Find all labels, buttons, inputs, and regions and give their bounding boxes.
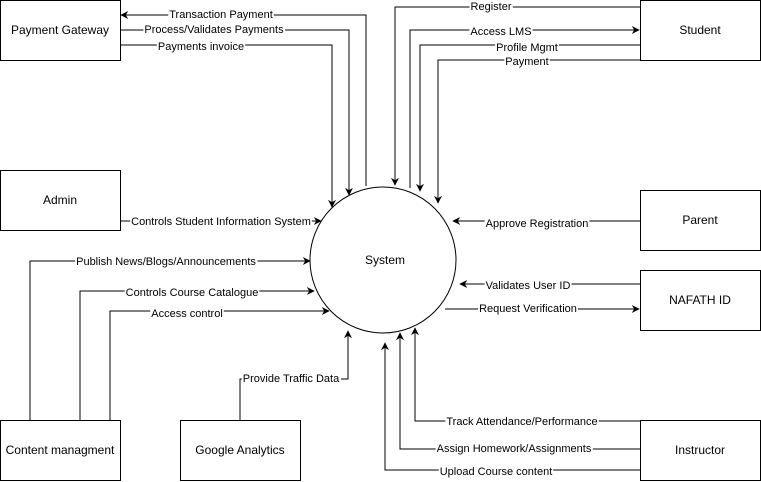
flow-label-register: Register	[469, 0, 513, 13]
flow-line-track-attendance	[411, 327, 640, 422]
entity-label: Payment Gateway	[11, 23, 109, 37]
flow-line-payment	[434, 59, 640, 204]
svg-text:Controls Student Information S: Controls Student Information System	[131, 216, 311, 228]
flow-label-controls-course-catalogue: Controls Course Catalogue	[124, 286, 260, 299]
svg-text:Transaction Payment: Transaction Payment	[169, 9, 273, 21]
flow-label-transaction-payment: Transaction Payment	[168, 8, 274, 21]
flow-label-publish-news: Publish News/Blogs/Announcements	[75, 255, 258, 268]
entity-content-management[interactable]: Content managment	[0, 420, 121, 481]
flow-line-assign-homework	[396, 332, 640, 450]
entity-label: Admin	[43, 193, 77, 207]
flow-line-process-validates-payments	[120, 29, 353, 196]
svg-text:Request Verification: Request Verification	[479, 303, 577, 315]
svg-text:Publish News/Blogs/Announcemen: Publish News/Blogs/Announcements	[76, 256, 256, 268]
entity-admin[interactable]: Admin	[0, 170, 121, 231]
entity-label: Instructor	[675, 443, 725, 457]
entity-parent[interactable]: Parent	[640, 190, 761, 251]
svg-text:Payment: Payment	[505, 56, 548, 68]
entity-label: Content managment	[6, 443, 115, 457]
svg-text:Access LMS: Access LMS	[470, 26, 531, 38]
svg-text:Validates User ID: Validates User ID	[486, 280, 571, 292]
entity-box	[640, 190, 761, 251]
flow-label-access-lms: Access LMS	[469, 25, 533, 38]
svg-text:Access control: Access control	[151, 308, 223, 320]
entity-box	[640, 0, 761, 61]
flow-line-payments-invoice	[120, 44, 336, 208]
entity-label: Google Analytics	[195, 443, 284, 457]
flow-line-register	[391, 6, 640, 186]
flow-label-profile-mgmt: Profile Mgmt	[495, 41, 559, 54]
entity-label: Student	[679, 23, 721, 37]
flow-label-validates-user-id: Validates User ID	[484, 279, 572, 292]
svg-text:Provide Traffic Data: Provide Traffic Data	[243, 373, 340, 385]
flow-label-request-verification: Request Verification	[478, 302, 578, 315]
flow-label-access-control: Access control	[150, 307, 224, 320]
entity-google-analytics[interactable]: Google Analytics	[180, 420, 301, 481]
flow-label-provide-traffic-data: Provide Traffic Data	[241, 372, 342, 385]
flow-line-access-control	[109, 307, 330, 420]
entity-instructor[interactable]: Instructor	[640, 420, 761, 481]
svg-text:Approve Registration: Approve Registration	[486, 218, 589, 230]
flow-label-upload-course-content: Upload Course content	[438, 465, 554, 478]
flow-label-payments-invoice: Payments invoice	[156, 40, 246, 53]
svg-text:Profile Mgmt: Profile Mgmt	[496, 42, 558, 54]
process-system[interactable]: System	[309, 186, 457, 334]
entity-payment-gateway[interactable]: Payment Gateway	[0, 0, 121, 61]
entity-box	[0, 0, 121, 61]
svg-text:Payments invoice: Payments invoice	[158, 41, 244, 53]
flow-label-process-validates-payments: Process/Validates Payments	[143, 23, 286, 36]
entity-box	[640, 420, 761, 481]
svg-text:Process/Validates Payments: Process/Validates Payments	[144, 24, 284, 36]
entity-box	[640, 270, 761, 331]
entity-label: Parent	[682, 213, 718, 227]
flow-label-payment: Payment	[504, 55, 550, 68]
process-circle	[309, 186, 457, 334]
entity-label: NAFATH ID	[669, 293, 731, 307]
flow-label-assign-homework: Assign Homework/Assignments	[435, 442, 593, 455]
svg-text:Track Attendance/Performance: Track Attendance/Performance	[446, 416, 597, 428]
flow-label-controls-sis: Controls Student Information System	[130, 215, 312, 228]
entity-box	[0, 420, 121, 481]
flow-label-approve-registration: Approve Registration	[484, 217, 590, 230]
svg-text:Upload Course content: Upload Course content	[440, 466, 553, 478]
svg-text:Register: Register	[471, 1, 512, 13]
flow-line-profile-mgmt	[416, 44, 640, 192]
svg-text:Assign Homework/Assignments: Assign Homework/Assignments	[437, 443, 592, 455]
flow-line-access-lms	[409, 26, 640, 188]
flow-label-track-attendance: Track Attendance/Performance	[445, 415, 599, 428]
entity-nafath-id[interactable]: NAFATH ID	[640, 270, 761, 331]
flow-line-publish-news	[29, 257, 311, 420]
entity-student[interactable]: Student	[640, 0, 761, 61]
entity-box	[0, 170, 121, 231]
entity-box	[180, 420, 301, 481]
svg-text:Controls Course Catalogue: Controls Course Catalogue	[126, 287, 259, 299]
flow-line-upload-course-content	[381, 342, 640, 471]
process-label: System	[365, 253, 405, 267]
